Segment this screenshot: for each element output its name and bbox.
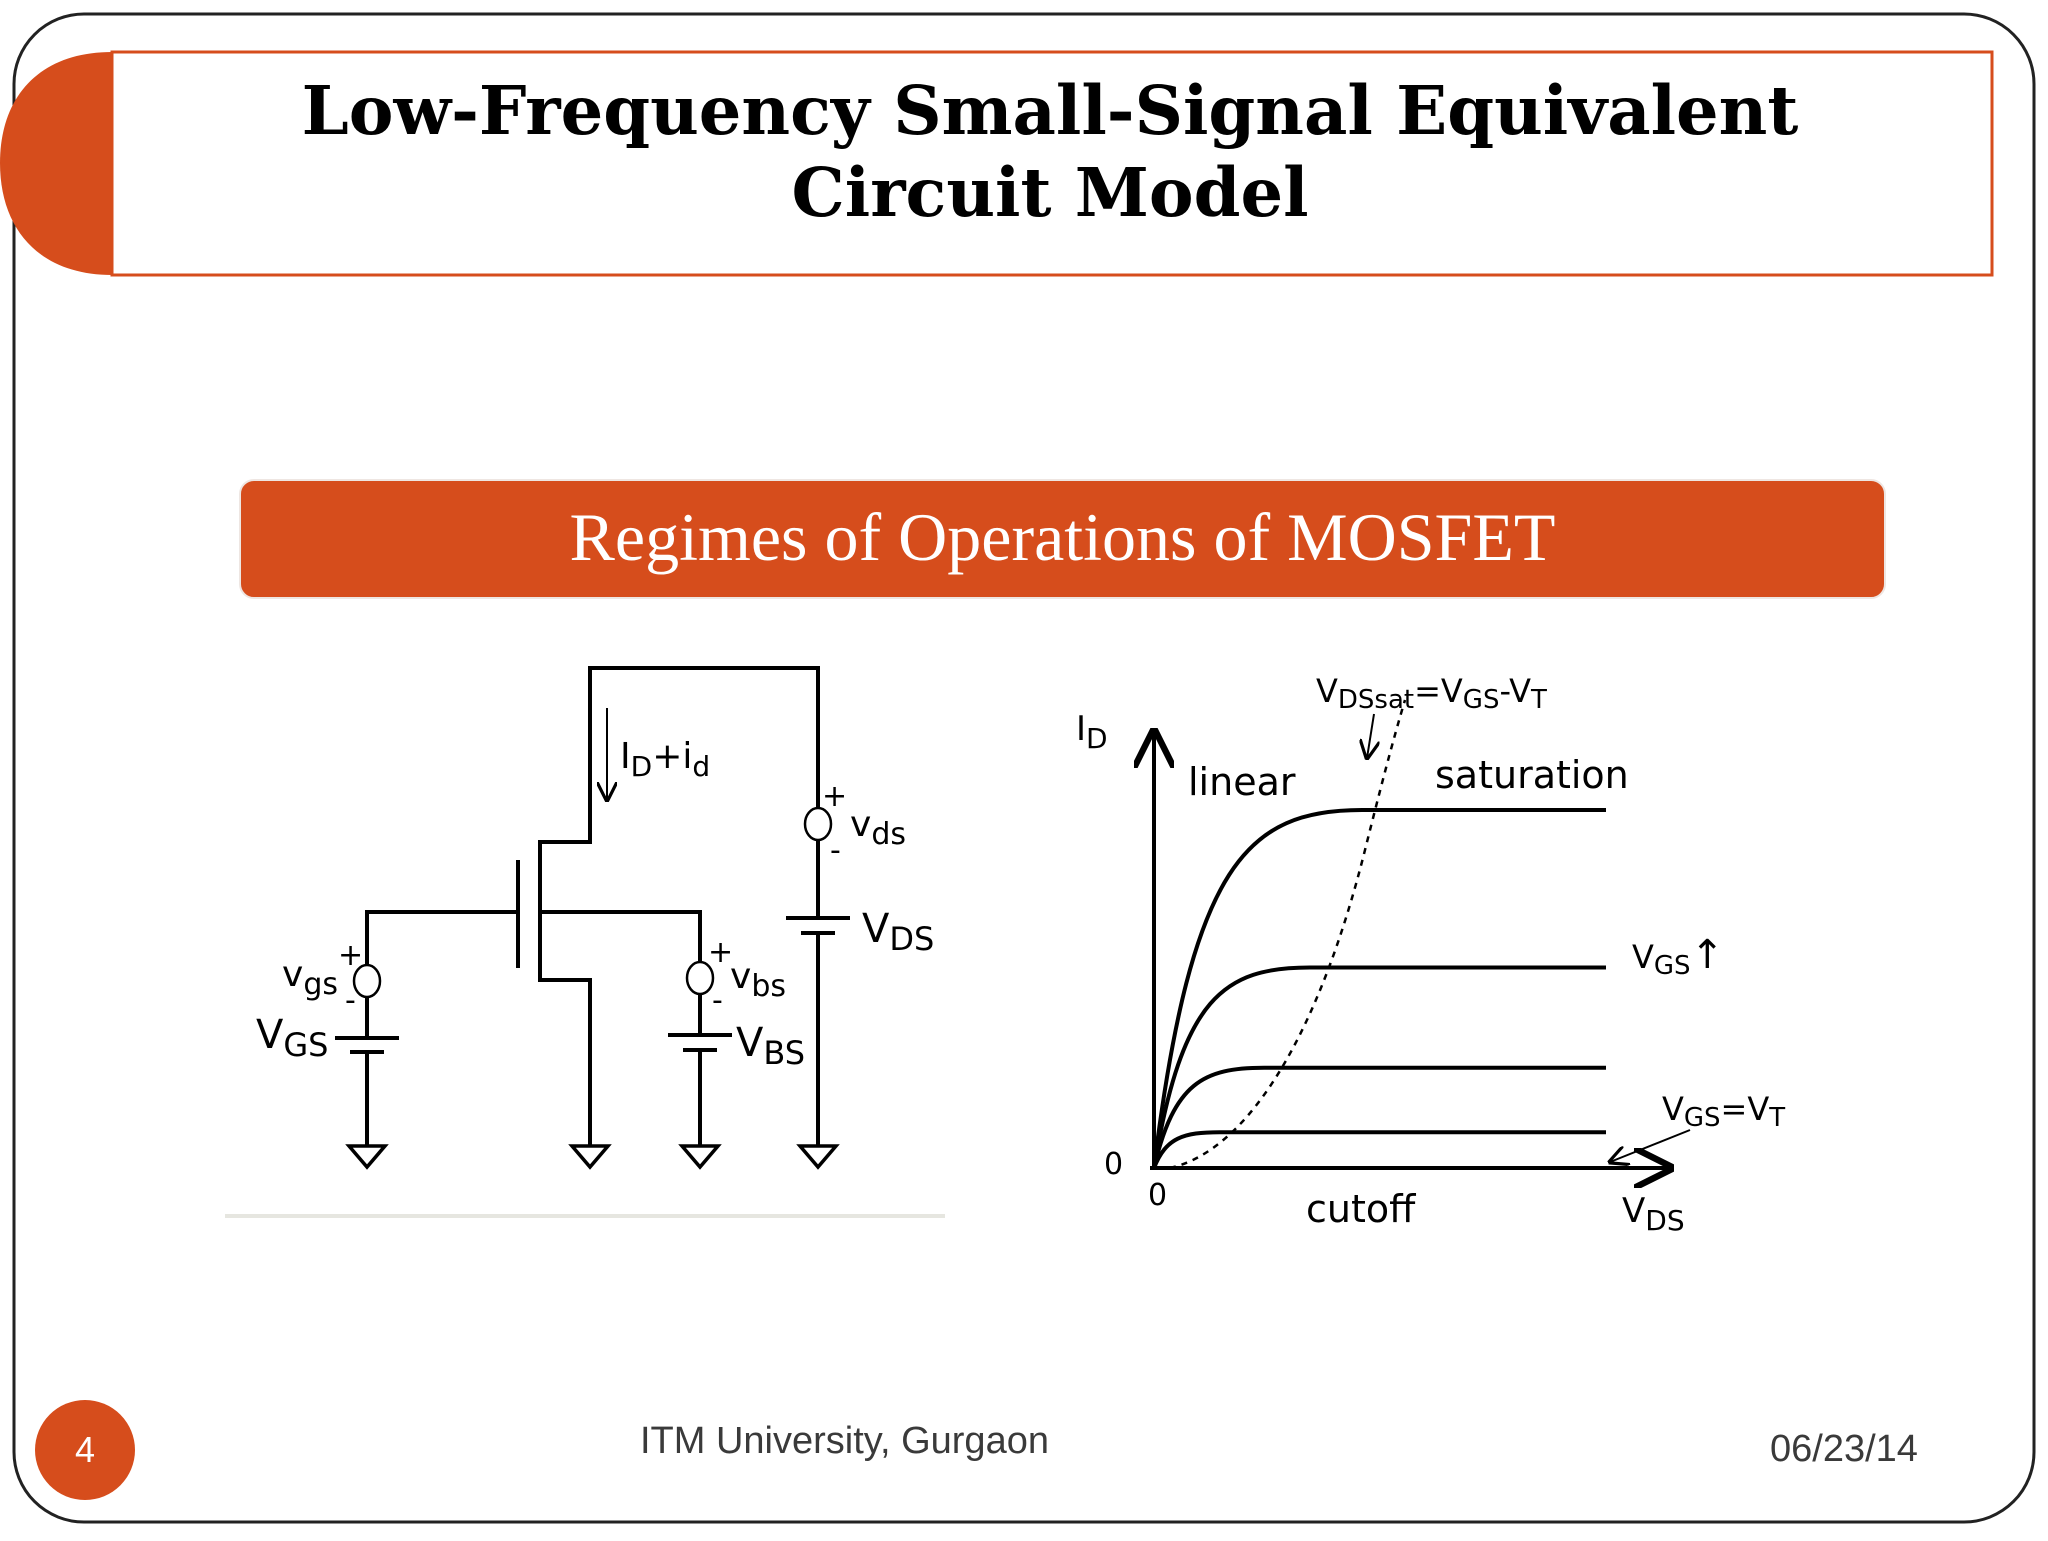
vgs-minus: - [345, 983, 356, 1018]
big-vbs-label: VBS [736, 1020, 805, 1072]
big-vds-label: VDS [862, 906, 934, 958]
small-vds-label: vds [850, 804, 906, 852]
id-curve-3 [1152, 1065, 1606, 1169]
title-tab [0, 52, 112, 275]
small-vgs-label: vgs [282, 954, 338, 1002]
boundary-pointer-icon [1367, 713, 1374, 758]
id-vds-chart: ID VDS 0 0 linear saturation cutoff VDSs… [1076, 672, 1785, 1237]
vgs-plus: + [338, 938, 363, 973]
vbs-plus: + [708, 935, 733, 970]
x-origin-label: 0 [1148, 1178, 1167, 1213]
small-vbs-label: vbs [730, 956, 786, 1004]
vds-minus: - [830, 833, 841, 868]
vbs-minus: - [712, 983, 723, 1018]
boundary-label: VDSsat=VGS-VT [1316, 672, 1547, 715]
x-axis-label: VDS [1622, 1191, 1685, 1237]
subtitle-banner [239, 479, 1886, 599]
gate-wire [365, 910, 520, 967]
vbs-source-icon [685, 960, 715, 996]
page-number: 4 [74, 1429, 96, 1470]
drain-lead [538, 840, 592, 948]
mosfet-circuit [335, 666, 850, 1148]
vgs-eq-vt-label: VGS=VT [1662, 1090, 1785, 1133]
id-curve-1 [1152, 808, 1606, 1169]
drain-wire [588, 666, 820, 844]
big-vgs-label: VGS [256, 1012, 328, 1064]
ground-icon-3 [678, 1144, 722, 1170]
vds-source-icon [803, 806, 833, 842]
id-curve-4 [1152, 1130, 1606, 1169]
slide-frame [12, 12, 2036, 1524]
grounds [345, 1144, 840, 1170]
vgs-increase-label: VGS↑ [1632, 932, 1724, 981]
vgs-source-icon [352, 963, 382, 999]
region-cutoff-label: cutoff [1306, 1187, 1416, 1231]
source-lead [538, 978, 592, 1148]
vds-plus: + [822, 779, 847, 814]
slide-title: Low-Frequency Small-Signal Equivalent Ci… [301, 71, 1799, 232]
slide-subtitle: Regimes of Operations of MOSFET [569, 499, 1556, 575]
title-box [110, 50, 1994, 277]
current-label: ID+id [620, 736, 710, 783]
region-saturation-label: saturation [1435, 753, 1629, 797]
body-wire [538, 910, 702, 964]
y-origin-label: 0 [1104, 1147, 1123, 1182]
curve-group [1152, 808, 1606, 1169]
footer-date: 06/23/14 [1770, 1428, 1918, 1470]
ground-icon-4 [796, 1144, 840, 1170]
footer-university: ITM University, Gurgaon [640, 1420, 1049, 1462]
ground-icon-1 [345, 1144, 389, 1170]
page-badge [35, 1400, 135, 1500]
region-linear-label: linear [1188, 760, 1296, 804]
ground-icon-2 [568, 1144, 612, 1170]
y-axis-label: ID [1076, 709, 1108, 755]
signal-sources [352, 806, 833, 999]
vt-pointer-icon [1610, 1129, 1691, 1162]
id-curve-2 [1152, 965, 1606, 1169]
